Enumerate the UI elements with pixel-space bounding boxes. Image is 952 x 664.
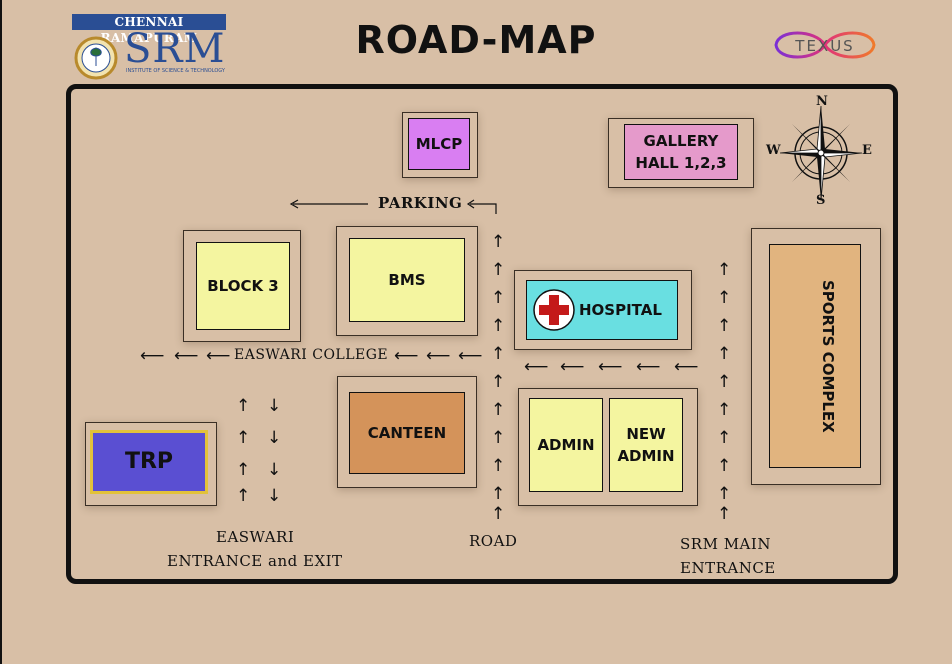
arrow-icon: ↑ (717, 400, 732, 420)
arrow-icon: ⟵ (174, 346, 199, 366)
hospital-plot (514, 270, 692, 350)
arrow-icon: ↑ (236, 460, 251, 480)
map-frame (66, 84, 898, 584)
arrow-icon: ↑ (491, 372, 506, 392)
easwari-entrance-label: EASWARI (216, 528, 295, 546)
page-title: ROAD-MAP (355, 18, 597, 62)
gallery-label: GALLERY HALL 1,2,3 (635, 132, 727, 172)
gallery-building[interactable]: GALLERY HALL 1,2,3 (624, 124, 738, 180)
hospital-label: HOSPITAL (579, 301, 662, 319)
arrow-icon: ⟵ (394, 346, 419, 366)
gallery-plot (608, 118, 754, 188)
compass-west: W (766, 143, 782, 158)
mlcp-plot (402, 112, 478, 178)
arrow-icon: ↑ (717, 456, 732, 476)
texus-infinity-icon: TEXUS (774, 31, 876, 59)
trp-label: TRP (124, 449, 174, 474)
arrow-icon: ↑ (717, 372, 732, 392)
bms-plot (336, 226, 478, 336)
arrow-icon: ↑ (236, 428, 251, 448)
hospital-building[interactable]: HOSPITAL (526, 280, 678, 340)
srm-main-label: SRM MAIN (680, 535, 771, 553)
mlcp-building[interactable]: MLCP (408, 118, 470, 170)
new-admin-label: NEW ADMIN (617, 425, 675, 465)
parking-label: PARKING (378, 194, 463, 212)
compass-north: N (816, 94, 829, 109)
arrow-icon: ⟵ (560, 357, 585, 377)
easwari-entrance-exit-label: ENTRANCE and EXIT (167, 552, 343, 570)
new-admin-building[interactable]: NEW ADMIN (609, 398, 683, 492)
srm-main-entrance-label: ENTRANCE (680, 559, 776, 577)
arrow-icon: ↑ (491, 232, 506, 252)
arrow-icon: ↑ (717, 344, 732, 364)
texus-text: TEXUS (794, 37, 854, 55)
arrow-icon: ↓ (267, 396, 282, 416)
arrow-icon: ↑ (491, 288, 506, 308)
srm-logo: CHENNAI RAMAPURAM SRM INSTITUTE OF SCIEN… (72, 14, 228, 80)
arrow-icon: ⟵ (206, 346, 231, 366)
arrow-icon: ⟵ (598, 357, 623, 377)
arrow-icon: ↑ (491, 456, 506, 476)
canteen-plot (337, 376, 477, 488)
srm-banner: CHENNAI RAMAPURAM (72, 14, 226, 45)
arrow-icon: ↑ (491, 400, 506, 420)
arrow-icon: ↑ (717, 504, 732, 524)
left-edge (0, 0, 2, 664)
arrow-icon: ⟵ (636, 357, 661, 377)
arrow-icon: ↓ (267, 460, 282, 480)
srm-emblem-icon (74, 36, 118, 80)
texus-logo: TEXUS (770, 24, 880, 66)
road-label: ROAD (469, 532, 518, 550)
arrow-icon: ⟵ (674, 357, 699, 377)
arrow-icon: ↑ (491, 484, 506, 504)
arrow-icon: ↑ (491, 428, 506, 448)
red-cross-icon (533, 289, 575, 331)
compass-rose-icon (779, 105, 863, 201)
arrow-icon: ↑ (236, 486, 251, 506)
sports-building[interactable]: SPORTS COMPLEX (769, 244, 861, 468)
parking-arrow-icon (289, 199, 497, 214)
compass-south: S (816, 193, 826, 208)
arrow-icon: ↑ (717, 260, 732, 280)
srm-subtitle: INSTITUTE OF SCIENCE & TECHNOLOGY (126, 68, 225, 74)
arrow-icon: ⟵ (426, 346, 451, 366)
arrow-icon: ↑ (717, 288, 732, 308)
sports-label: SPORTS COMPLEX (819, 279, 837, 433)
arrow-icon: ↓ (267, 428, 282, 448)
arrow-icon: ⟵ (140, 346, 165, 366)
arrow-icon: ↑ (491, 316, 506, 336)
canteen-building[interactable]: CANTEEN (349, 392, 465, 474)
bms-building[interactable]: BMS (349, 238, 465, 322)
admin-building[interactable]: ADMIN (529, 398, 603, 492)
arrow-icon: ↑ (491, 344, 506, 364)
admin-plot (518, 388, 698, 506)
trp-plot (85, 422, 217, 506)
arrow-icon: ↑ (717, 316, 732, 336)
arrow-icon: ↑ (236, 396, 251, 416)
trp-building[interactable]: TRP (90, 430, 208, 494)
arrow-icon: ↑ (717, 428, 732, 448)
arrow-icon: ↑ (491, 260, 506, 280)
easwari-college-label: EASWARI COLLEGE (234, 347, 389, 363)
arrow-icon: ⟵ (458, 346, 483, 366)
compass-east: E (862, 143, 873, 158)
arrow-icon: ↑ (491, 504, 506, 524)
arrow-icon: ⟵ (524, 357, 549, 377)
arrow-icon: ↓ (267, 486, 282, 506)
block3-plot (183, 230, 301, 342)
arrow-icon: ↑ (717, 484, 732, 504)
block3-building[interactable]: BLOCK 3 (196, 242, 290, 330)
srm-name: SRM (124, 26, 226, 72)
sports-plot (751, 228, 881, 485)
